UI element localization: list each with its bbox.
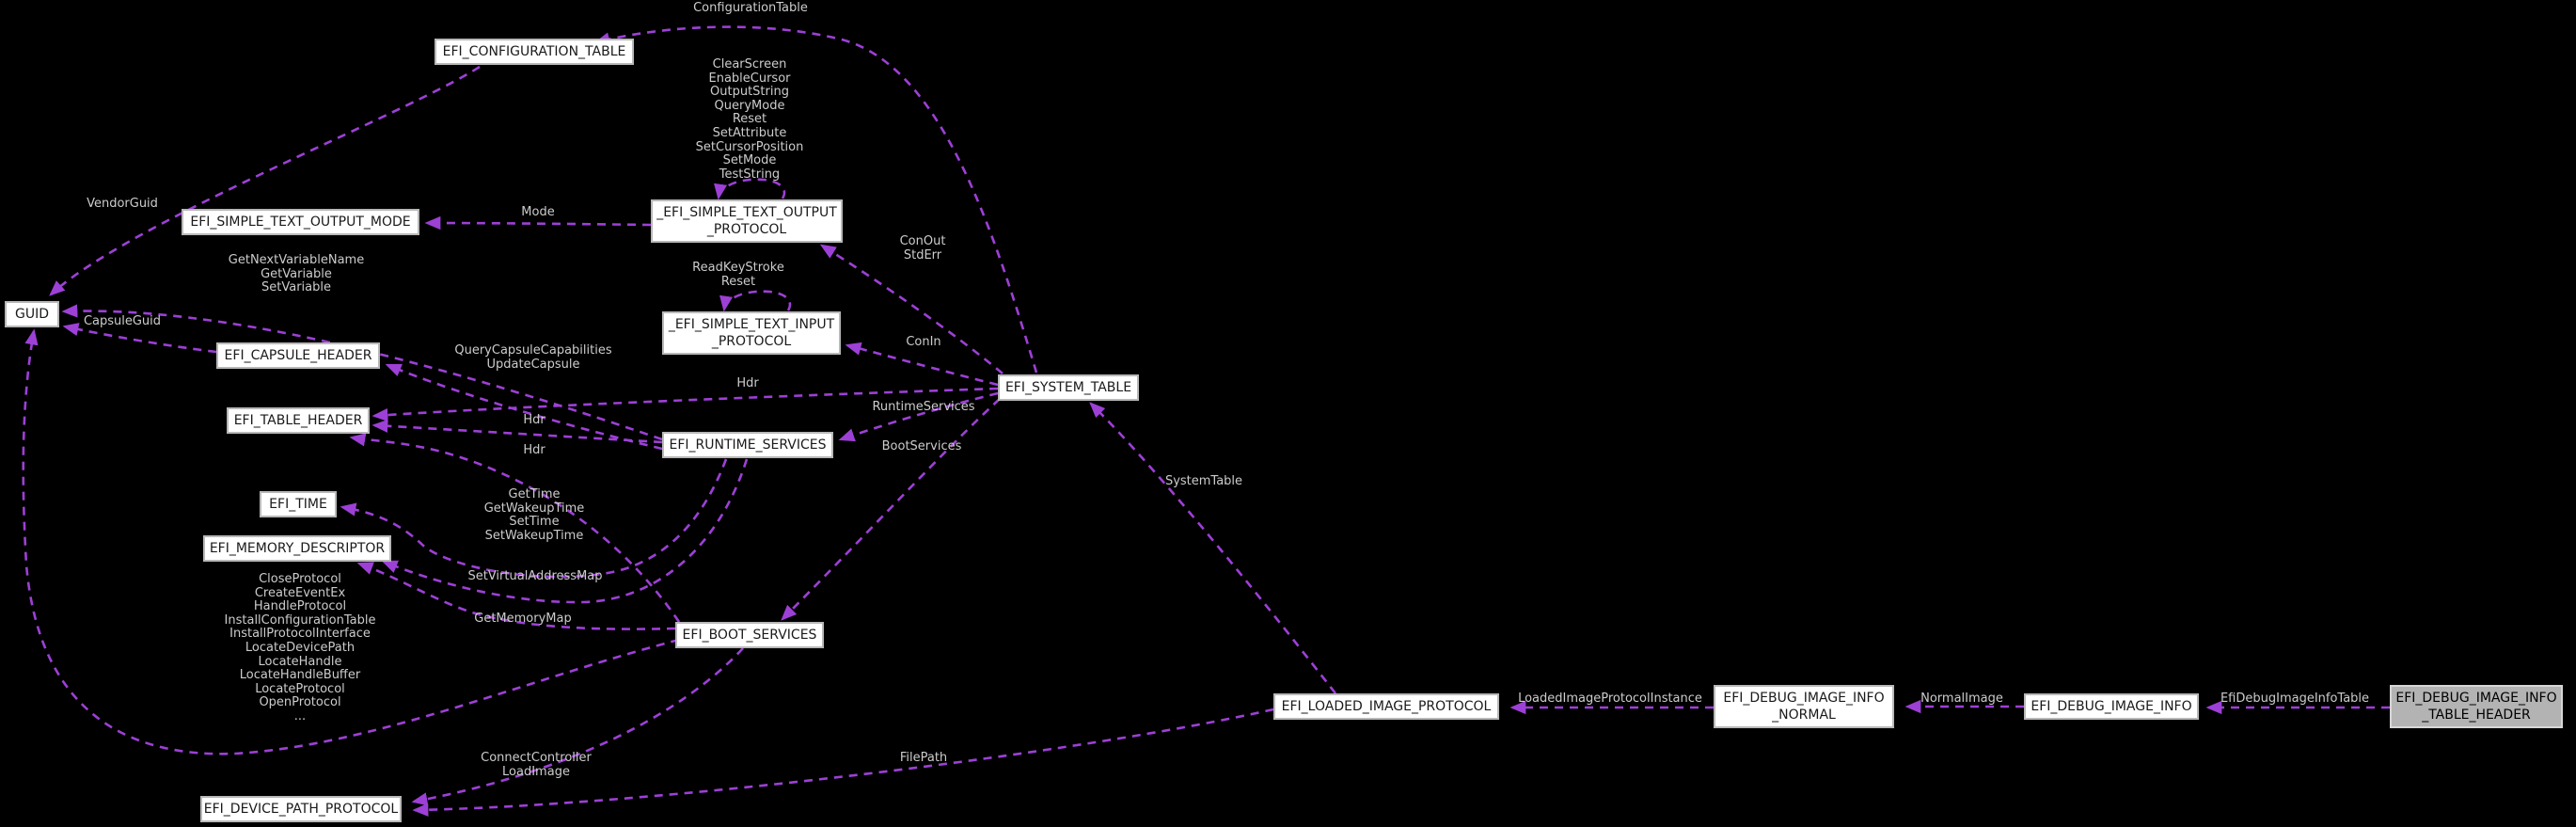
node-label: EFI_DEBUG_IMAGE_INFO _NORMAL (1723, 690, 1884, 724)
node-label: EFI_RUNTIME_SERVICES (670, 437, 827, 453)
node-label-line: EFI_CAPSULE_HEADER (224, 347, 372, 363)
node-label-line: EFI_SYSTEM_TABLE (1004, 379, 1132, 395)
node-label: EFI_CONFIGURATION_TABLE (443, 43, 626, 60)
node-label-line: EFI_DEBUG_IMAGE_INFO (2395, 690, 2557, 706)
edge-hdr-system-table (371, 387, 999, 422)
node-label-line: EFI_SIMPLE_TEXT_OUTPUT_MODE (190, 214, 411, 230)
node-label: EFI_DEVICE_PATH_PROTOCOL (204, 801, 398, 818)
node-simple-text-input-protocol[interactable]: _EFI_SIMPLE_TEXT_INPUT _PROTOCOL (662, 311, 841, 355)
node-label-line: EFI_DEVICE_PATH_PROTOCOL (203, 801, 399, 817)
edge-get-set-variable (61, 304, 663, 441)
edge-system-table (1089, 402, 1337, 694)
edge-mode (424, 215, 652, 231)
edge-set-virtual-address-map (381, 458, 749, 604)
node-loaded-image-protocol[interactable]: EFI_LOADED_IMAGE_PROTOCOL (1273, 693, 1499, 720)
node-label: GUID (15, 306, 49, 323)
node-label-line: _PROTOCOL (711, 334, 792, 349)
edge-hdr-runtime-services (371, 419, 663, 444)
edge-conout-stderr (819, 244, 1004, 374)
node-debug-image-info-table-header: EFI_DEBUG_IMAGE_INFO _TABLE_HEADER (2390, 685, 2563, 728)
edge-get-memory-map (356, 562, 676, 630)
node-system-table[interactable]: EFI_SYSTEM_TABLE (998, 374, 1139, 401)
edge-conin (845, 342, 999, 387)
node-label: EFI_SIMPLE_TEXT_OUTPUT_MODE (190, 214, 410, 231)
node-label-line: EFI_DEBUG_IMAGE_INFO (2031, 698, 2192, 714)
node-boot-services[interactable]: EFI_BOOT_SERVICES (675, 622, 824, 648)
node-label: EFI_TIME (269, 496, 327, 513)
edge-input-protocol-self-loop (719, 290, 792, 312)
node-label-line: EFI_LOADED_IMAGE_PROTOCOL (1281, 698, 1492, 714)
node-label-line: EFI_CONFIGURATION_TABLE (442, 43, 626, 59)
node-label: EFI_BOOT_SERVICES (683, 627, 817, 644)
edge-file-path (412, 708, 1274, 817)
node-label-line: _EFI_SIMPLE_TEXT_OUTPUT (656, 204, 837, 220)
edge-query-update-capsule (385, 363, 663, 451)
node-debug-image-info-normal[interactable]: EFI_DEBUG_IMAGE_INFO _NORMAL (1714, 685, 1894, 728)
node-label: EFI_CAPSULE_HEADER (225, 347, 372, 364)
node-label-line: EFI_BOOT_SERVICES (682, 627, 817, 643)
node-label: EFI_LOADED_IMAGE_PROTOCOL (1282, 698, 1492, 715)
node-simple-text-output-mode[interactable]: EFI_SIMPLE_TEXT_OUTPUT_MODE (182, 209, 419, 235)
node-capsule-header[interactable]: EFI_CAPSULE_HEADER (216, 342, 380, 369)
edge-configuration-table (593, 25, 1038, 374)
edge-connect-controller-load-image (411, 647, 744, 806)
node-configuration-table[interactable]: EFI_CONFIGURATION_TABLE (435, 39, 634, 65)
edge-get-set-time (340, 458, 728, 579)
node-debug-image-info[interactable]: EFI_DEBUG_IMAGE_INFO (2024, 693, 2199, 720)
node-simple-text-output-protocol[interactable]: _EFI_SIMPLE_TEXT_OUTPUT _PROTOCOL (651, 199, 843, 243)
edge-runtime-services (838, 391, 999, 442)
node-device-path-protocol[interactable]: EFI_DEVICE_PATH_PROTOCOL (200, 796, 402, 822)
node-label: EFI_DEBUG_IMAGE_INFO _TABLE_HEADER (2395, 690, 2556, 724)
node-label: EFI_SYSTEM_TABLE (1005, 379, 1131, 396)
node-label-line: _EFI_SIMPLE_TEXT_INPUT (668, 316, 835, 332)
edge-boot-services-guid-members (22, 328, 680, 755)
node-runtime-services[interactable]: EFI_RUNTIME_SERVICES (662, 432, 833, 458)
node-label-line: EFI_DEBUG_IMAGE_INFO (1723, 690, 1885, 706)
edge-vendor-guid (49, 65, 481, 296)
node-time[interactable]: EFI_TIME (260, 491, 337, 517)
node-label-line: EFI_TIME (269, 496, 327, 512)
node-label-line: EFI_RUNTIME_SERVICES (669, 437, 827, 453)
node-label: _EFI_SIMPLE_TEXT_INPUT _PROTOCOL (669, 316, 834, 350)
node-memory-descriptor[interactable]: EFI_MEMORY_DESCRIPTOR (203, 535, 391, 562)
node-label-line: _TABLE_HEADER (2422, 708, 2531, 723)
node-label-line: EFI_MEMORY_DESCRIPTOR (209, 540, 386, 556)
node-label-line: GUID (14, 306, 49, 322)
node-label-line: _PROTOCOL (706, 222, 787, 237)
node-label: EFI_MEMORY_DESCRIPTOR (210, 540, 385, 557)
node-label: EFI_TABLE_HEADER (234, 412, 363, 429)
node-label: _EFI_SIMPLE_TEXT_OUTPUT _PROTOCOL (656, 204, 837, 238)
node-label-line: _NORMAL (1772, 708, 1836, 723)
node-table-header[interactable]: EFI_TABLE_HEADER (227, 407, 370, 434)
node-guid[interactable]: GUID (5, 301, 59, 327)
node-label-line: EFI_TABLE_HEADER (233, 412, 363, 428)
edge-output-protocol-self-loop (714, 178, 786, 200)
node-label: EFI_DEBUG_IMAGE_INFO (2031, 698, 2191, 715)
edge-capsule-guid (62, 323, 217, 354)
edge-boot-services (781, 398, 1001, 621)
